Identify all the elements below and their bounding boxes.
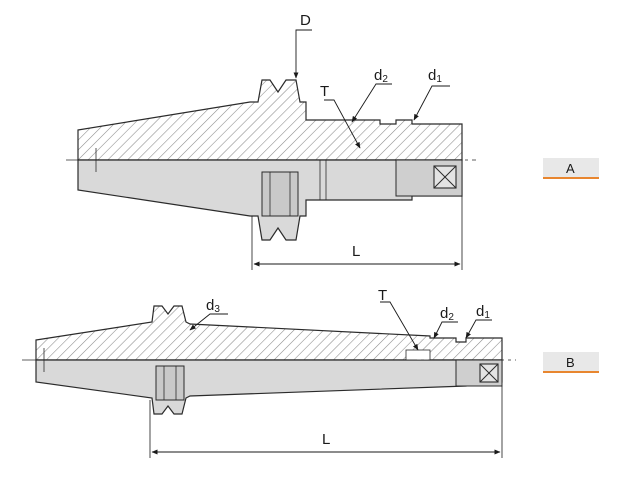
view-a-upper-section (77, 79, 463, 161)
view-b-label-T: T (378, 287, 387, 304)
svg-text:d2: d2 (374, 67, 388, 85)
svg-text:d1: d1 (428, 67, 442, 85)
view-a-drive-slot (261, 171, 299, 217)
view-b-leader-d3: d3 (189, 297, 228, 331)
view-b-label-d1-sub: 1 (484, 310, 490, 321)
view-a-label-L: L (352, 243, 360, 260)
view-a-label-d1-sub: 1 (436, 74, 442, 85)
view-b-label-L: L (322, 431, 330, 448)
view-b-leader-d2: d2 (433, 305, 458, 339)
tag-b[interactable]: B (543, 352, 599, 373)
tag-a[interactable]: A (543, 158, 599, 179)
view-a-dimension-L: L (251, 196, 463, 270)
view-a-label-d2: d (374, 67, 382, 84)
view-b-dimension-L: L (149, 386, 503, 458)
tag-b-label: B (566, 355, 575, 370)
svg-text:d1: d1 (476, 303, 490, 321)
view-b-label-d3-sub: 3 (214, 304, 220, 315)
view-b-lower-body (35, 359, 503, 415)
view-a-label-d2-sub: 2 (382, 74, 388, 85)
view-b-upper-section (35, 305, 503, 361)
view-a-leader-d1: d1 (413, 67, 450, 121)
view-a-tool-holder (66, 79, 476, 241)
view-a-label-D: D (300, 12, 311, 29)
view-b-tool-holder (22, 305, 516, 415)
view-a-leader-d2: d2 (351, 67, 392, 123)
svg-text:d3: d3 (206, 297, 220, 315)
view-b-drive-slot (155, 365, 185, 401)
view-b-label-d2: d (440, 305, 448, 322)
view-a-label-d1: d (428, 67, 436, 84)
view-b-label-d1: d (476, 303, 484, 320)
view-a-label-T: T (320, 83, 329, 100)
view-b-label-d3: d (206, 297, 214, 314)
view-a-leader-T: T (320, 83, 361, 149)
svg-text:d2: d2 (440, 305, 454, 323)
view-b-label-d2-sub: 2 (448, 312, 454, 323)
tag-a-label: A (566, 161, 575, 176)
view-b-leader-d1: d1 (465, 303, 492, 339)
view-a-leader-D: D (293, 12, 312, 79)
view-b-leader-T: T (378, 287, 419, 351)
